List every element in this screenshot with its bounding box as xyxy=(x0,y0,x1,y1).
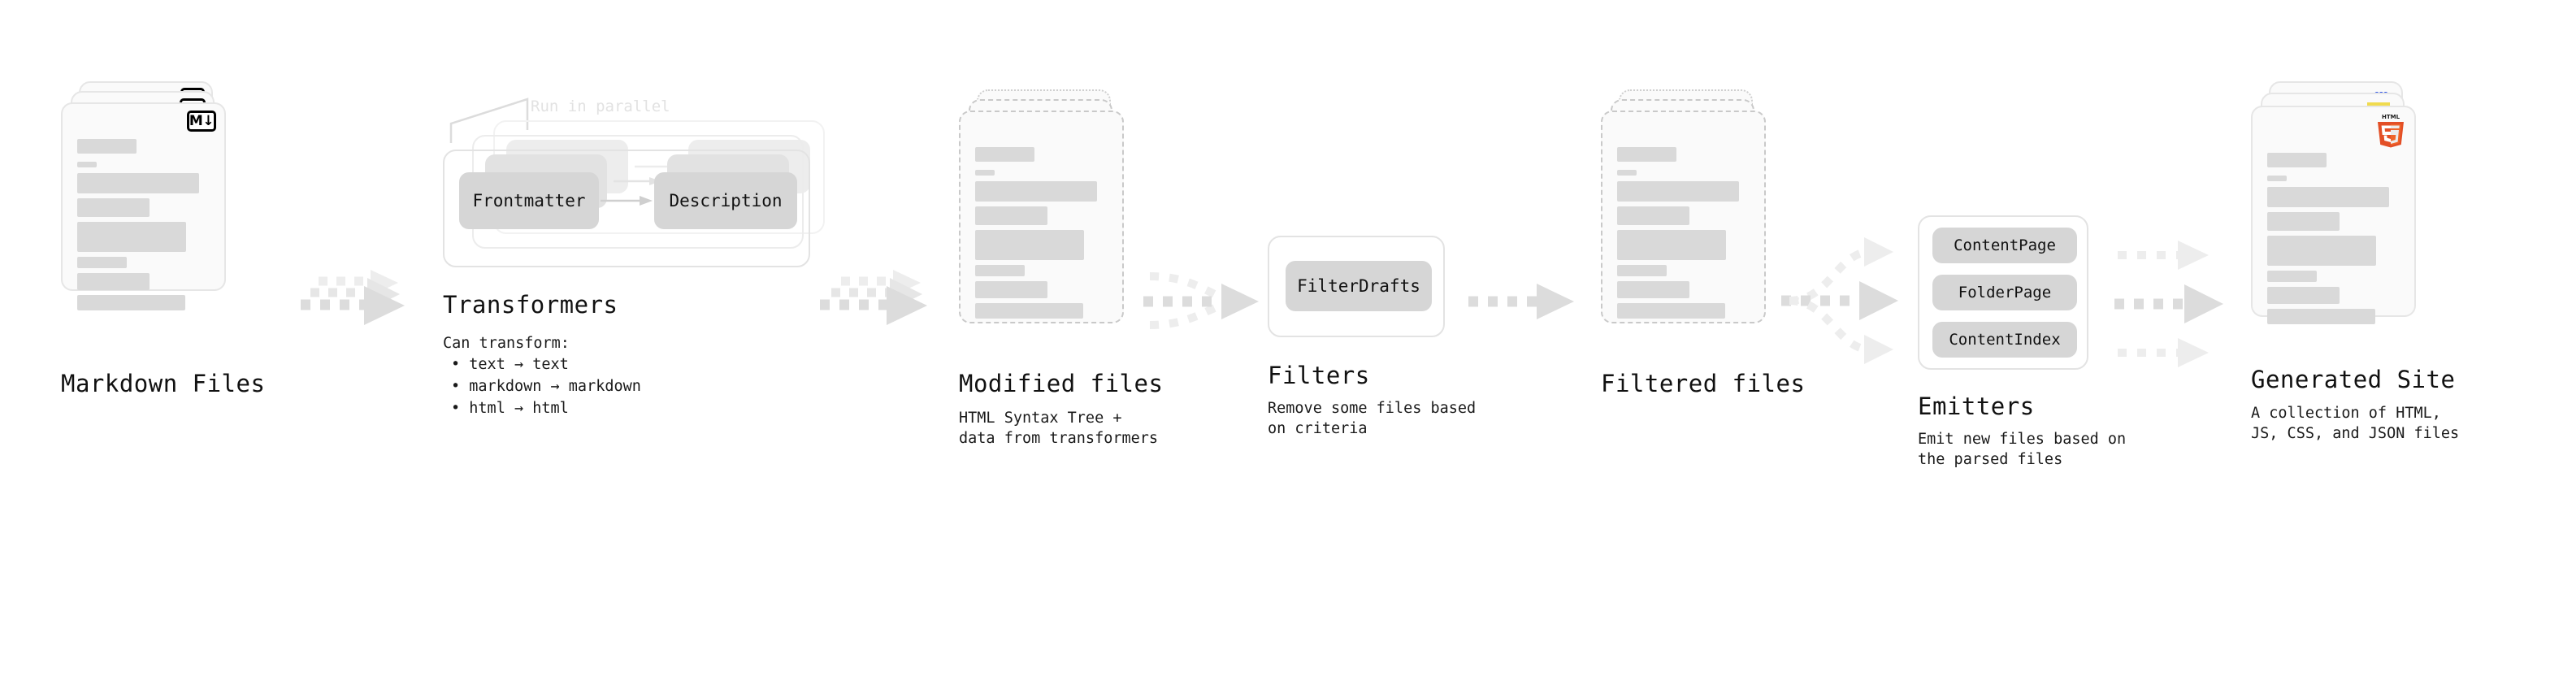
doc-bar xyxy=(975,281,1047,298)
doc-bar xyxy=(77,173,199,193)
transformer-node-frontmatter[interactable]: Frontmatter xyxy=(459,172,599,229)
arrow-transformers-to-modified xyxy=(820,270,927,325)
stage-title: Generated Site xyxy=(2251,366,2456,393)
arrow-markdown-to-transformers xyxy=(301,270,405,325)
transformer-node-description[interactable]: Description xyxy=(654,172,797,229)
transform-bullet: • html → html xyxy=(451,400,569,417)
doc-bar xyxy=(1617,265,1667,276)
stage-modified-files: Modified files HTML Syntax Tree + data f… xyxy=(959,89,1163,447)
stage-title: Emitters xyxy=(1918,393,2035,420)
doc-bar xyxy=(1617,303,1725,319)
arrow-filtered-to-emitters xyxy=(1781,237,1898,364)
emitter-node-contentpage[interactable]: ContentPage xyxy=(1932,228,2077,263)
doc-bar xyxy=(2267,236,2376,266)
doc-bar xyxy=(2267,187,2389,207)
stage-description: Remove some files based on criteria xyxy=(1268,400,1477,437)
filters-box: FilterDrafts xyxy=(1268,236,1445,337)
arrow-filters-to-filtered xyxy=(1468,284,1574,319)
stage-title: Markdown Files xyxy=(61,370,266,397)
stage-title: Filters xyxy=(1268,362,1370,389)
modified-card-stack xyxy=(959,89,1134,323)
doc-bar xyxy=(975,147,1034,162)
run-in-parallel-bracket xyxy=(449,98,529,143)
markdown-card-stack: M↓ M↓ M↓ xyxy=(61,81,232,310)
transform-bullet: • text → text xyxy=(451,356,569,373)
doc-bar xyxy=(77,257,127,268)
arrow-emitters-to-site xyxy=(2114,241,2223,367)
doc-bar xyxy=(77,273,150,290)
doc-bar xyxy=(1617,181,1739,202)
doc-bar xyxy=(2267,153,2327,167)
transformer-arrow xyxy=(601,196,653,206)
run-in-parallel-label: Run in parallel xyxy=(531,98,670,115)
transform-bullet: • markdown → markdown xyxy=(451,378,641,395)
stage-generated-site: CSS HTML xyxy=(2251,81,2459,442)
doc-bar xyxy=(77,139,137,154)
emitter-node-folderpage[interactable]: FolderPage xyxy=(1932,275,2077,310)
stage-title: Transformers xyxy=(443,291,618,319)
doc-bar xyxy=(1617,230,1726,260)
doc-bar xyxy=(2267,212,2340,231)
doc-bar xyxy=(975,230,1084,260)
doc-bar xyxy=(77,162,97,167)
doc-bar xyxy=(975,206,1047,225)
doc-bar xyxy=(975,265,1025,276)
doc-bar xyxy=(2267,271,2317,282)
stage-description: Emit new files based on the parsed files xyxy=(1918,431,2127,468)
filtered-card-front xyxy=(1601,111,1766,323)
site-card-front-html: HTML xyxy=(2251,106,2416,324)
doc-bar xyxy=(2267,287,2340,304)
stage-markdown-files: M↓ M↓ M↓ Markdown Files xyxy=(61,81,265,397)
doc-bar xyxy=(1617,170,1637,176)
transformer-box-front: Frontmatter Description xyxy=(443,150,810,267)
stage-description: HTML Syntax Tree + data from transformer… xyxy=(959,410,1159,447)
doc-bar xyxy=(975,303,1083,319)
doc-bar xyxy=(2267,309,2375,324)
filtered-card-stack xyxy=(1601,89,1776,323)
stage-title: Filtered files xyxy=(1601,370,1806,397)
doc-bar xyxy=(1617,206,1689,225)
arrow-modified-to-filters xyxy=(1143,272,1259,329)
svg-text:HTML: HTML xyxy=(2382,114,2400,120)
stage-description: Can transform: xyxy=(443,335,570,352)
stage-title: Modified files xyxy=(959,370,1164,397)
doc-bar xyxy=(2267,176,2287,181)
doc-bar xyxy=(77,222,186,252)
modified-card-front xyxy=(959,111,1124,323)
html5-icon: HTML xyxy=(2378,114,2404,148)
filter-node-filterdrafts[interactable]: FilterDrafts xyxy=(1286,261,1432,311)
site-card-stack: CSS HTML xyxy=(2251,81,2426,324)
emitter-node-contentindex[interactable]: ContentIndex xyxy=(1932,322,2077,358)
emitters-box: ContentPage FolderPage ContentIndex xyxy=(1918,215,2088,370)
doc-bar xyxy=(1617,147,1676,162)
stage-filtered-files: Filtered files xyxy=(1601,89,1805,397)
doc-bar xyxy=(975,170,995,176)
markdown-icon: M↓ xyxy=(187,111,216,132)
doc-bar xyxy=(77,295,185,310)
doc-bar xyxy=(77,198,150,217)
markdown-card-front: M↓ xyxy=(61,102,226,310)
doc-bar xyxy=(1617,281,1689,298)
stage-description: A collection of HTML, JS, CSS, and JSON … xyxy=(2251,405,2460,442)
doc-bar xyxy=(975,181,1097,202)
